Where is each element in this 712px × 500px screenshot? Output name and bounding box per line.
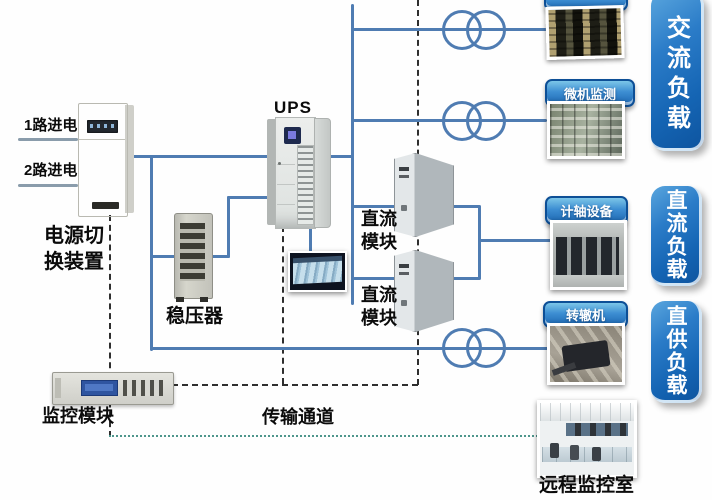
dc-module-1-label-line2: 模块 [361,232,397,252]
transformer-coil-icon [466,101,506,141]
stabilizer-cabinet [172,211,213,303]
monitor-end-cap [55,378,61,398]
weiji-monitor-photo [547,101,625,159]
ups-label: UPS [274,98,312,117]
display-leds [90,124,114,128]
monitor-module-device [52,372,174,405]
jizhou-equipment-tab-label: 计轴设备 [560,204,613,219]
dc-load-label: 直流负载 [664,188,687,281]
remote-room-photo [537,400,637,478]
battery-bank-photo [288,251,347,292]
dc-output-line [478,239,552,242]
weiji-monitor-tab-label: 微机监测 [563,86,616,102]
ups-vent-slats [297,145,314,225]
zhuanzhe-machine-photo [547,323,625,385]
direct-supply-line [150,347,550,350]
stabilizer-slots [180,223,205,281]
dc-module-slot [399,167,409,171]
dc-module-slot [399,272,409,275]
transformer-coil-icon [466,10,506,50]
cabinet-front-panel [78,103,128,217]
transformer-icon-direct [442,328,506,368]
dashed-line-switch-to-channel [109,215,111,437]
dc-module-2-label-line2: 模块 [361,308,397,328]
stabilizer-foot [176,297,184,302]
line-stabilizer-riser [227,196,230,258]
input-line-2 [18,184,78,187]
office-chair [550,443,559,458]
ups-panel-seams [277,145,295,223]
cabinet-display-strip [87,120,118,133]
cabinet-side-panel [125,105,134,213]
stabilizer-foot [200,297,208,302]
transformer-coil-icon [466,328,506,368]
dashed-line-monitor-bus [172,384,418,386]
ups-side-edge [267,119,276,225]
cabinet-door-seam [79,139,125,140]
ups-display [284,127,301,144]
office-chair [592,447,601,461]
transformer-icon-ac1 [442,10,506,50]
dc-module-slot [399,175,409,178]
line-switch-to-bus [132,155,354,158]
ups-cabinet [267,117,331,229]
cabinet-doors-texture [556,237,619,275]
line-stabilizer-drop [150,155,153,351]
jizhou-equipment-photo [550,220,627,290]
monitor-lcd-glow [85,384,113,391]
ups-battery-link [309,224,312,253]
monitor-keypad [123,380,163,396]
battery-cells [293,259,342,285]
input-line-1 [18,138,78,141]
equipment-floor [553,275,624,287]
line-stabilizer-to-ups [227,196,273,199]
monitor-module-label: 监控模块 [42,406,114,426]
power-switch-label-line2: 换装置 [44,251,104,273]
office-chair [570,445,579,460]
remote-room-label: 远程监控室 [539,475,635,496]
ac-load-label: 交流负载 [662,15,690,135]
ac-load-rack-photo [545,4,625,61]
dc-module-slot [399,264,409,268]
direct-load-pill: 直供负载 [651,301,702,403]
room-desks [542,447,632,462]
cabinet-vent [92,202,119,209]
zhuanzhe-machine-tab-label: 转辙机 [565,308,605,323]
dc-module-2-label-line1: 直流 [361,285,397,305]
dc-load-pill: 直流负载 [651,186,702,286]
transmission-channel-label: 传输通道 [262,407,334,427]
monitor-lcd [81,380,118,396]
power-switch-cabinet [78,103,134,217]
room-ceiling [540,403,634,421]
power-switch-label-line1: 电源切 [44,225,104,247]
ac-load-pill: 交流负载 [651,0,704,151]
transmission-channel-line [109,435,538,437]
ups-lock-dot [278,162,281,165]
dc-module-led [401,300,407,306]
input-2-label: 2路进电 [24,162,78,179]
main-bus-vertical [351,4,354,305]
dc-module-led [401,205,407,211]
dc-bus-vertical [478,205,481,280]
dashed-line-ups-down [282,226,284,384]
wall-monitor-band [566,423,628,436]
stabilizer-label: 稳压器 [166,306,224,327]
input-1-label: 1路进电 [24,117,78,134]
dc-module-1-label-line1: 直流 [361,209,397,229]
direct-load-label: 直供负载 [664,304,687,397]
ups-side-panel [314,118,331,228]
transformer-icon-ac2 [442,101,506,141]
ups-display-screen [288,131,296,139]
dc-module-2-device [394,250,454,332]
dc-module-1-device [394,153,454,237]
